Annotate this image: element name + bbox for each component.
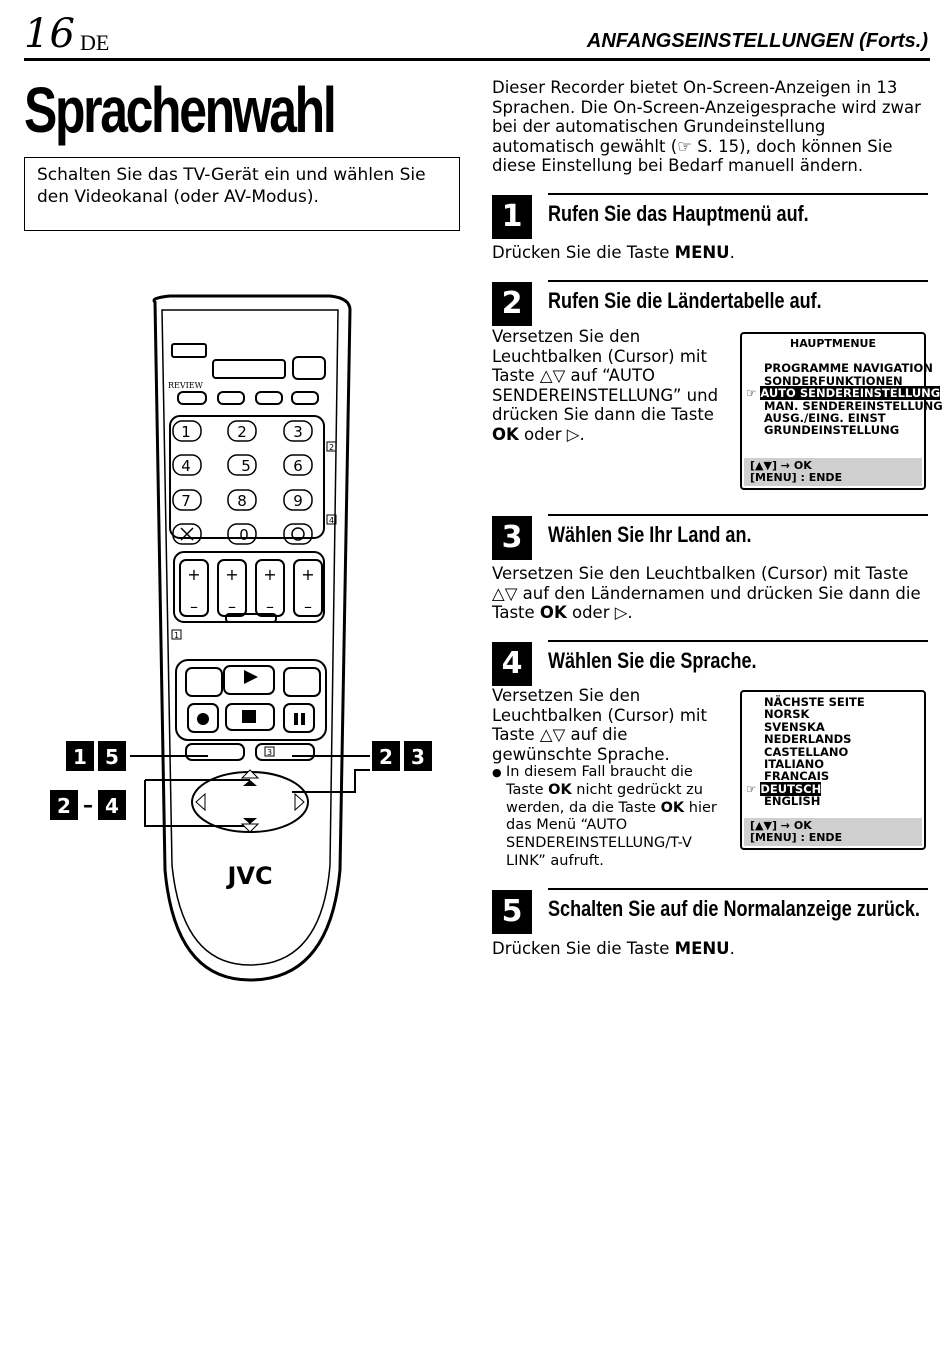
step-5: 5 Schalten Sie auf die Normalanzeige zur… [492, 888, 928, 968]
step-4-title: Wählen Sie die Sprache. [548, 648, 757, 673]
note-box: Schalten Sie das TV-Gerät ein und wählen… [24, 157, 460, 231]
remote-key-8: 8 [237, 492, 247, 510]
callout-step-1: 1 [73, 745, 87, 769]
remote-brand-logo: JVC [225, 862, 272, 890]
svg-text:–: – [304, 597, 312, 616]
osd-item: PROGRAMME NAVIGATION [764, 361, 933, 376]
page-number: 16 [24, 11, 75, 57]
step-1-body: Drücken Sie die Taste MENU. [492, 243, 735, 262]
remote-key-4: 4 [181, 457, 191, 475]
remote-key-7: 7 [181, 492, 191, 510]
step-5-number: 5 [492, 890, 532, 934]
step-3-body: Versetzen Sie den Leuchtbalken (Cursor) … [492, 564, 921, 622]
osd-item: NORSK [764, 707, 810, 722]
callout-step-2: 2 [57, 794, 71, 818]
svg-text:+: + [187, 565, 200, 584]
remote-key-1: 1 [181, 423, 191, 441]
remote-key-5: 5 [241, 457, 251, 475]
step-4-number: 4 [492, 642, 532, 686]
step-3: 3 Wählen Sie Ihr Land an. Versetzen Sie … [492, 514, 928, 624]
osd-main-footer: [▲▼] → OK [MENU] : ENDE [744, 458, 922, 486]
callout-step-5: 5 [105, 745, 119, 769]
remote-key-6: 6 [293, 457, 303, 475]
intro-text: Dieser Recorder bietet On-Screen-Anzeige… [492, 78, 921, 175]
osd-item: FRANCAIS [764, 769, 830, 784]
osd-item: SONDERFUNKTIONEN [764, 373, 903, 388]
svg-text:–: – [83, 793, 93, 817]
cursor-pointer-icon: ☞ [746, 781, 761, 796]
page-title: Sprachenwahl [24, 74, 337, 146]
step-1-title: Rufen Sie das Hauptmenü auf. [548, 201, 809, 226]
svg-text:2: 2 [329, 443, 334, 452]
callout-step-3: 3 [411, 745, 425, 769]
step-2-title: Rufen Sie die Ländertabelle auf. [548, 288, 822, 313]
callout-step-4: 4 [105, 794, 119, 818]
svg-text:+: + [263, 565, 276, 584]
remote-key-0: 0 [239, 526, 249, 544]
remote-key-2: 2 [237, 423, 247, 441]
step-3-number: 3 [492, 516, 532, 560]
svg-text:4: 4 [329, 516, 334, 525]
osd-item: MAN. SENDEREINSTELLUNG [764, 398, 943, 413]
osd-item: ☞ AUTO SENDEREINSTELLUNG [746, 386, 941, 401]
osd-item: ITALIANO [764, 757, 825, 772]
step-2: 2 Rufen Sie die Ländertabelle auf. Verse… [492, 280, 928, 490]
step-5-body: Drücken Sie die Taste MENU. [492, 939, 735, 958]
step-2-body: Versetzen Sie den Leuchtbalken (Cursor) … [492, 327, 719, 444]
step-4: 4 Wählen Sie die Sprache. Versetzen Sie … [492, 640, 928, 880]
svg-text:–: – [266, 597, 274, 616]
step-4-bullet: In diesem Fall braucht die Taste OK nich… [492, 764, 724, 871]
remote-key-9: 9 [293, 492, 303, 510]
section-title: ANFANGSEINSTELLUNGEN (Forts.) [586, 30, 928, 52]
remote-key-3: 3 [293, 423, 303, 441]
osd-language-footer: [▲▼] → OK [MENU] : ENDE [744, 818, 922, 846]
osd-item: CASTELLANO [764, 744, 849, 759]
svg-text:+: + [301, 565, 314, 584]
step-1-number: 1 [492, 195, 532, 239]
remote-review-label: REVIEW [168, 381, 204, 390]
callout-step-2b: 2 [379, 745, 393, 769]
osd-main-title: HAUPTMENUE [790, 337, 876, 350]
osd-item: NEDERLANDS [764, 732, 852, 747]
svg-text:3: 3 [267, 748, 272, 757]
osd-item: ☞ DEUTSCH [746, 781, 822, 796]
step-1: 1 Rufen Sie das Hauptmenü auf. Drücken S… [492, 193, 928, 265]
remote-control-illustration: 1 2 3 4 5 6 7 8 9 0 + + + + – – – – REVIEW JVC… [50, 294, 432, 982]
step-4-body: Versetzen Sie den Leuchtbalken (Cursor) … [492, 686, 724, 871]
svg-text:1: 1 [174, 631, 179, 640]
svg-text:+: + [225, 565, 238, 584]
osd-item: SVENSKA [764, 719, 825, 734]
page-language: DE [80, 30, 110, 55]
osd-item: NÄCHSTE SEITE [764, 695, 865, 709]
header-rule [24, 58, 930, 61]
svg-text:–: – [228, 597, 236, 616]
step-2-number: 2 [492, 282, 532, 326]
cursor-pointer-icon: ☞ [746, 386, 761, 401]
svg-text:–: – [190, 597, 198, 616]
osd-item: AUSG./EING. EINST [764, 411, 886, 426]
osd-item: ENGLISH [764, 794, 821, 809]
osd-item: GRUNDEINSTELLUNG [764, 423, 900, 438]
step-5-title: Schalten Sie auf die Normalanzeige zurüc… [548, 896, 920, 921]
step-3-title: Wählen Sie Ihr Land an. [548, 522, 752, 547]
